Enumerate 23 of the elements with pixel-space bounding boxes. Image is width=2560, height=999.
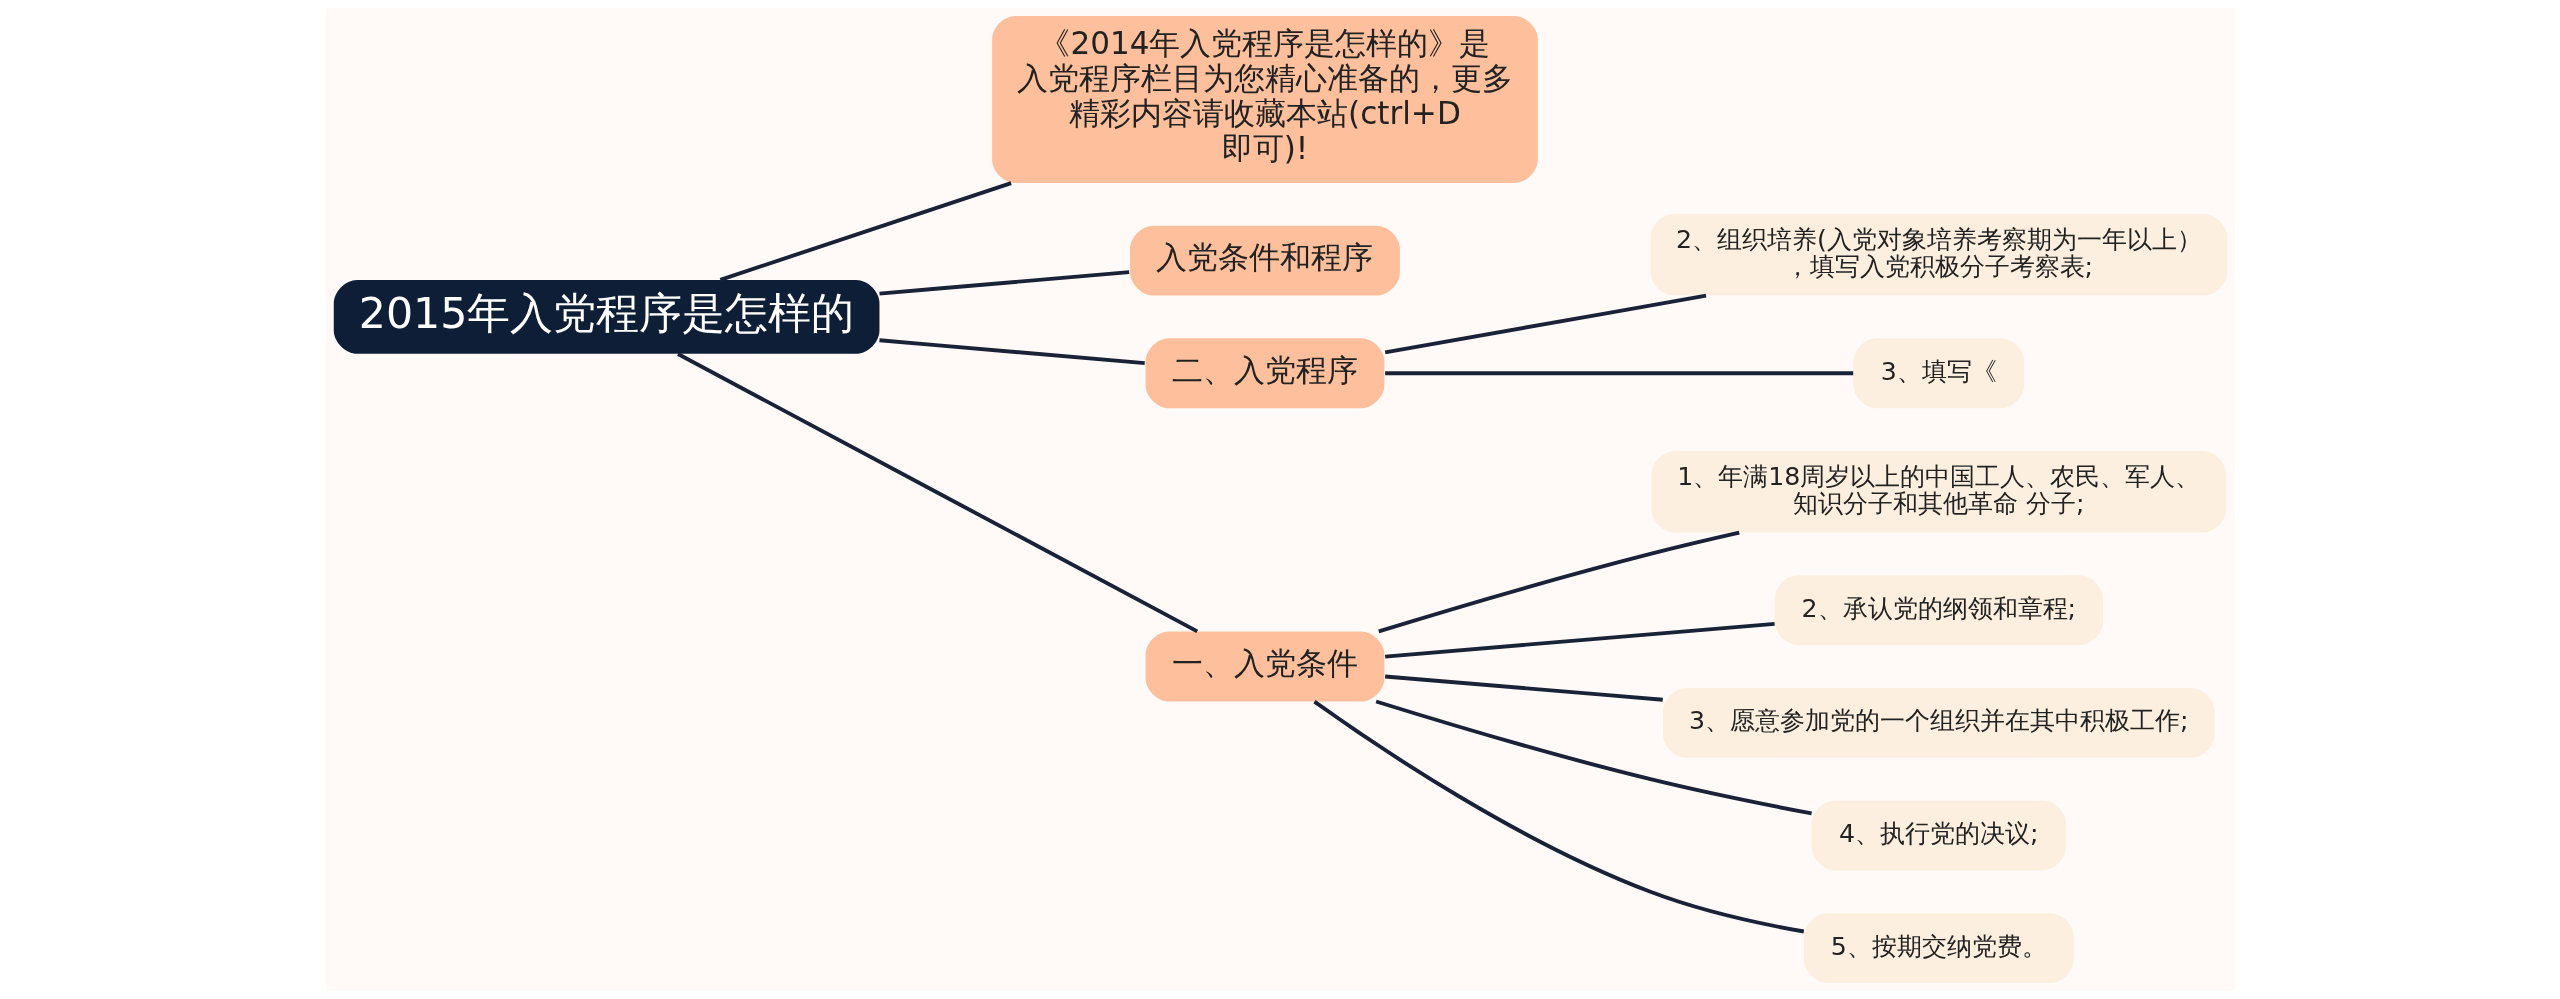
connector	[878, 270, 1129, 296]
node-box: 5、按期交纳党费。	[1803, 913, 2074, 984]
connector	[878, 338, 1145, 366]
node-box: 2、组织培养(入党对象培养考察期为一年以上），填写入党积极分子考察表;	[1649, 214, 2227, 296]
node-box: 一、入党条件	[1145, 631, 1384, 702]
connector	[1384, 293, 1706, 355]
node-box: 4、执行党的决议;	[1811, 800, 2066, 871]
connector	[676, 352, 1198, 634]
connector	[1312, 700, 1804, 934]
connector	[1384, 674, 1663, 702]
connector	[719, 181, 1012, 282]
node-box: 3、填写《	[1852, 338, 2024, 409]
node-box: 2015年入党程序是怎样的	[333, 280, 879, 354]
node-box: 二、入党程序	[1145, 338, 1384, 409]
node-box: 《2014年入党程序是怎样的》是入党程序栏目为您精心准备的，更多精彩内容请收藏本站(ctrl+D即可)!	[991, 15, 1538, 183]
connector	[1377, 530, 1740, 634]
node-box: 3、愿意参加党的一个组织并在其中积极工作;	[1662, 687, 2215, 758]
node-box: 入党条件和程序	[1129, 225, 1400, 296]
connector	[1375, 699, 1812, 816]
node-box: 2、承认党的纲领和章程;	[1774, 575, 2103, 646]
node-box: 1、年满18周岁以上的中国工人、农民、军人、知识分子和其他革命 分子;	[1650, 450, 2226, 533]
connector	[1384, 621, 1775, 659]
connector	[1384, 371, 1853, 376]
